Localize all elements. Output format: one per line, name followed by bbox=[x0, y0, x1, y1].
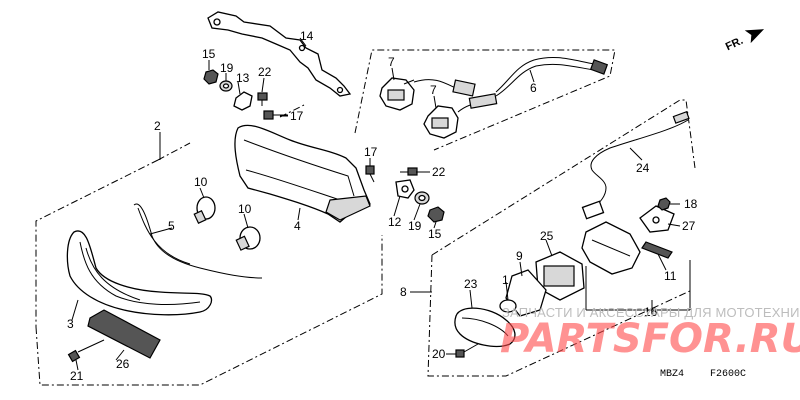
callout-1: 1 bbox=[502, 273, 509, 287]
callout-26: 26 bbox=[116, 357, 130, 371]
callout-10b: 10 bbox=[238, 202, 252, 216]
callout-18: 18 bbox=[684, 197, 698, 211]
callout-13: 13 bbox=[236, 71, 250, 85]
callout-17b: 17 bbox=[364, 145, 378, 159]
bolt-17-top bbox=[263, 110, 288, 120]
gasket-part bbox=[133, 203, 263, 279]
tail-light-lens-part bbox=[66, 230, 213, 316]
bracket-27 bbox=[639, 205, 675, 233]
callout-8: 8 bbox=[400, 285, 407, 299]
nut-15-top bbox=[203, 69, 219, 85]
bolt-17-middle bbox=[365, 165, 375, 183]
front-direction-indicator: FR. bbox=[724, 29, 765, 53]
nut-18 bbox=[657, 197, 671, 211]
callout-numbers: 1 2 3 4 5 6 7 7 8 9 10 10 11 12 13 14 15… bbox=[67, 29, 698, 383]
screw-22-middle bbox=[400, 167, 418, 176]
bracket-part bbox=[207, 11, 352, 97]
nut-15-middle bbox=[427, 206, 445, 223]
license-light-housing-part bbox=[581, 221, 641, 275]
screw-21 bbox=[67, 339, 105, 363]
callout-21: 21 bbox=[70, 369, 84, 383]
bulb-upper bbox=[193, 196, 216, 225]
reflector-11 bbox=[641, 241, 673, 259]
callout-19a: 19 bbox=[220, 61, 234, 75]
front-direction-label: FR. bbox=[724, 35, 745, 53]
callout-3: 3 bbox=[67, 317, 74, 331]
wire-harness-part bbox=[413, 57, 609, 113]
grommet-19-middle bbox=[414, 191, 430, 205]
diagram-code: MBZ4 bbox=[660, 369, 684, 380]
callout-12: 12 bbox=[388, 215, 402, 229]
grommet-19-top bbox=[219, 80, 233, 92]
screw-20 bbox=[455, 343, 479, 358]
callout-9: 9 bbox=[516, 249, 523, 263]
callout-27: 27 bbox=[682, 219, 696, 233]
callout-17a: 17 bbox=[290, 109, 304, 123]
leader-lines bbox=[71, 37, 691, 371]
callout-19b: 19 bbox=[408, 219, 422, 233]
callout-25: 25 bbox=[540, 229, 554, 243]
callout-11: 11 bbox=[664, 269, 677, 283]
reflector-strip-part bbox=[87, 309, 161, 359]
callout-5: 5 bbox=[168, 219, 175, 233]
tail-light-housing-part bbox=[234, 124, 371, 223]
callout-14: 14 bbox=[300, 29, 314, 43]
watermark-logo: PARTSFOR.RU bbox=[500, 316, 800, 362]
callout-7a: 7 bbox=[388, 55, 395, 69]
socket-part-lower bbox=[423, 105, 459, 139]
license-light-lens-part bbox=[454, 307, 516, 348]
figure-code: F2600C bbox=[710, 369, 746, 380]
socket-part-upper bbox=[379, 77, 415, 111]
bulb-lower bbox=[235, 226, 261, 251]
bracket-12 bbox=[395, 179, 415, 199]
screw-22-top bbox=[257, 92, 268, 106]
license-light-wire-part bbox=[581, 111, 690, 220]
callout-15a: 15 bbox=[202, 47, 216, 61]
callout-4: 4 bbox=[294, 219, 301, 233]
callout-16: 16 bbox=[644, 305, 658, 319]
license-light-base-part bbox=[535, 251, 585, 301]
callout-20: 20 bbox=[432, 347, 446, 361]
callout-6: 6 bbox=[530, 81, 537, 95]
callout-24: 24 bbox=[636, 161, 650, 175]
callout-2: 2 bbox=[154, 119, 161, 133]
callout-7b: 7 bbox=[430, 83, 437, 97]
harness-group-box bbox=[354, 49, 616, 151]
callout-23: 23 bbox=[464, 277, 478, 291]
watermark-tagline: ЗАПЧАСТИ И АКСЕССУАРЫ ДЛЯ МОТОТЕХНИКИ bbox=[502, 305, 800, 320]
collar-13 bbox=[233, 91, 253, 111]
callout-22a: 22 bbox=[258, 65, 272, 79]
callout-15b: 15 bbox=[428, 227, 442, 241]
arrow-icon bbox=[744, 29, 765, 44]
license-light-group-box bbox=[427, 99, 696, 377]
callout-10a: 10 bbox=[194, 175, 208, 189]
callout-22b: 22 bbox=[432, 165, 446, 179]
